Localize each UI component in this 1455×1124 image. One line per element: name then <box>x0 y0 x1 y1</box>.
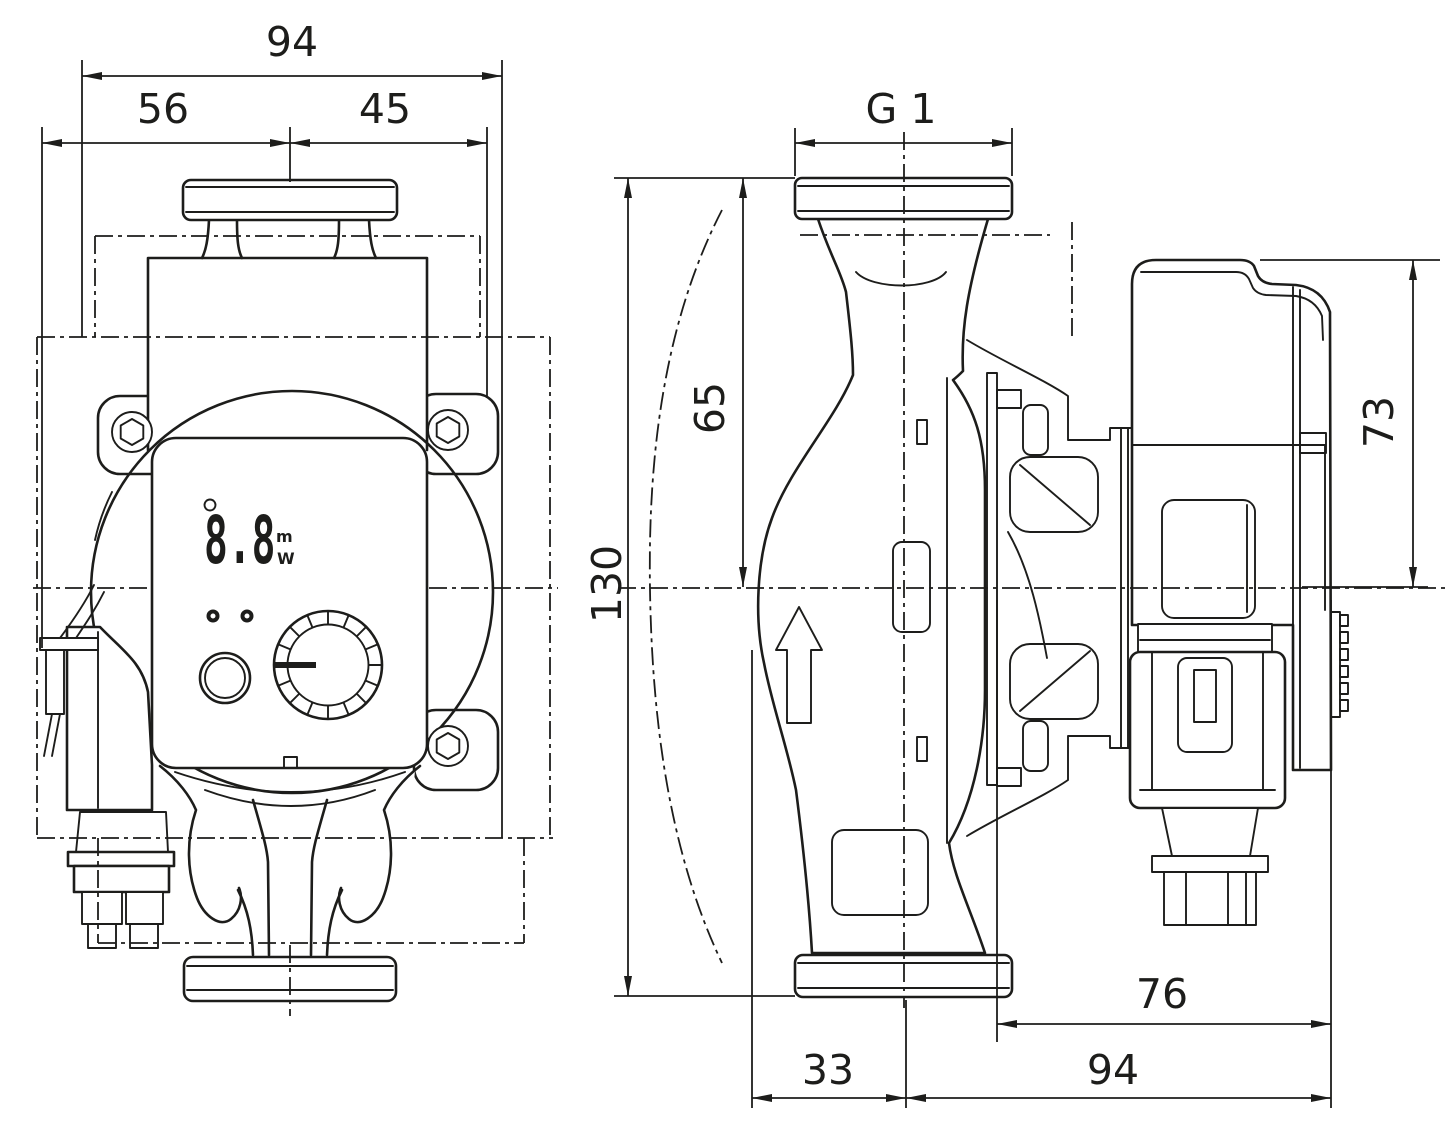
svg-text:65: 65 <box>686 382 734 434</box>
upper-housing <box>146 256 429 452</box>
unit-m: m <box>276 527 293 546</box>
svg-text:94: 94 <box>1087 1046 1139 1094</box>
svg-text:130: 130 <box>583 545 631 623</box>
svg-text:94: 94 <box>266 18 318 66</box>
control-box: 8.8 m W <box>150 436 429 770</box>
dim-port-g1: G 1 <box>794 85 1013 176</box>
knob-side-ribs <box>1330 611 1349 718</box>
flow-arrow-icon <box>775 606 823 724</box>
svg-text:G 1: G 1 <box>866 85 937 133</box>
pipe-boss-upper <box>892 541 931 633</box>
head-rear-bottom <box>966 735 1133 837</box>
stator <box>986 372 1129 787</box>
led-right <box>240 609 254 623</box>
dim-side-130: 130 <box>583 177 795 997</box>
lcd-value: 8.8 <box>204 501 276 579</box>
dim-side-76: 76 <box>996 600 1332 1108</box>
svg-text:8.8: 8.8 <box>204 501 276 579</box>
box-notch <box>283 756 298 769</box>
svg-text:33: 33 <box>802 1046 854 1094</box>
upper-housing-fill <box>148 258 427 450</box>
dim-side-33-94: 33 94 <box>751 650 1331 1108</box>
dimensions: 94 56 45 G 1 130 65 <box>41 18 1440 1108</box>
side-volute <box>756 217 990 955</box>
swing-clearance-arc <box>648 209 723 964</box>
inlet-funnel <box>855 271 947 287</box>
svg-text:45: 45 <box>359 85 411 133</box>
front-top-flange <box>181 178 399 260</box>
pipe-boss-lower <box>831 829 929 916</box>
dim-side-73: 73 <box>1260 259 1440 588</box>
dim-side-65: 65 <box>686 178 747 587</box>
dim-front-56-45: 56 45 <box>41 85 488 648</box>
front-view: 8.8 m W <box>39 178 500 1003</box>
cable-clip <box>39 637 99 651</box>
terminal-box <box>39 584 176 949</box>
control-module-side <box>1130 258 1333 772</box>
svg-text:76: 76 <box>1136 970 1188 1018</box>
mode-button <box>198 651 252 705</box>
front-volute <box>158 764 422 957</box>
module-window <box>1161 499 1256 619</box>
led-left <box>206 609 220 623</box>
svg-text:56: 56 <box>137 85 189 133</box>
dim-front-94: 94 <box>81 18 503 838</box>
svg-text:73: 73 <box>1355 396 1403 448</box>
centerlines <box>33 132 1445 1016</box>
connector-side <box>1128 623 1287 926</box>
unit-w: W <box>277 549 295 568</box>
knob-teeth <box>277 610 383 720</box>
motor-circle-inner-arc <box>94 491 113 541</box>
degree-dot-icon <box>203 498 217 512</box>
ear-bolts <box>111 409 469 767</box>
rotary-knob <box>272 609 384 721</box>
lcd-display: 8.8 m W <box>203 498 295 579</box>
module-rear-tab <box>1299 432 1327 454</box>
head-rear-top <box>966 339 1133 441</box>
